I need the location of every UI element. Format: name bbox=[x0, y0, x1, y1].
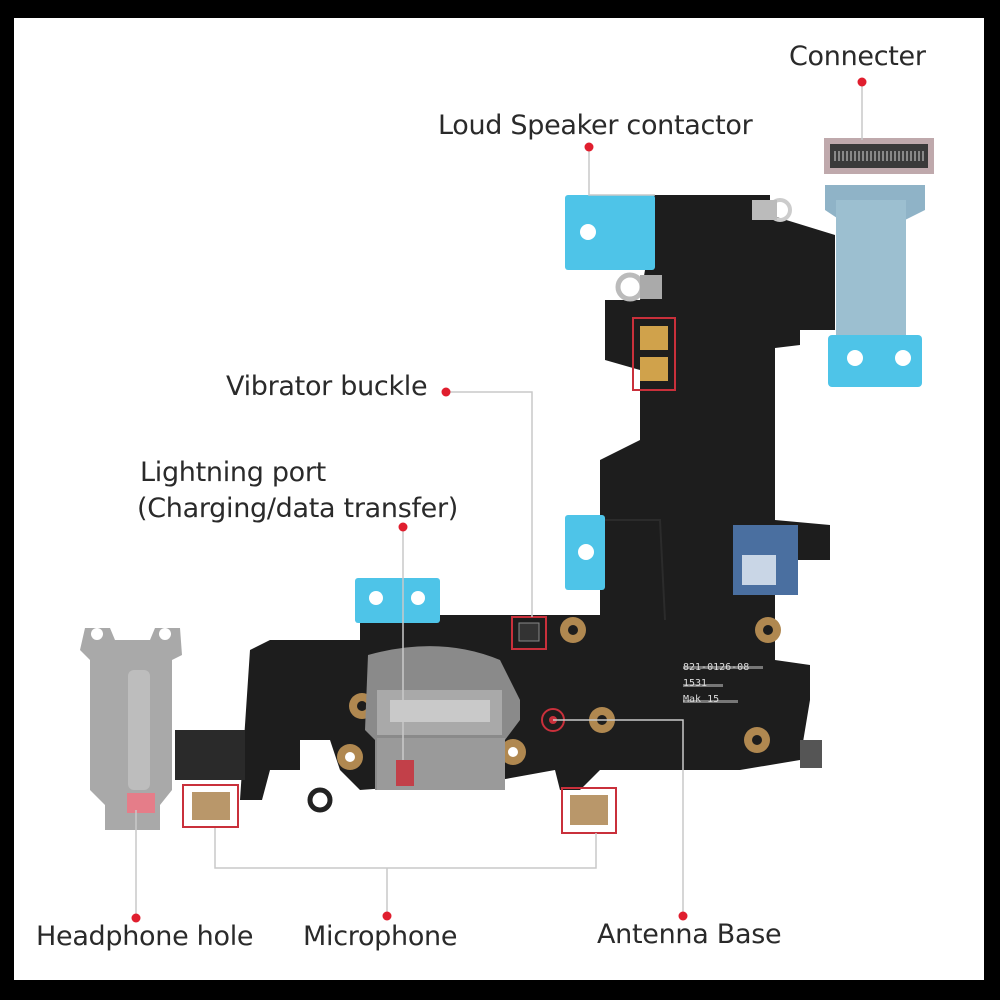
barcode-sticker bbox=[733, 525, 798, 595]
headphone-flex-tail bbox=[175, 730, 245, 780]
microphone-right-icon bbox=[561, 787, 617, 834]
main-flex-board bbox=[240, 195, 835, 800]
board-maker-mark: Mak 15 bbox=[683, 694, 720, 705]
leader-lines bbox=[135, 82, 863, 918]
board-part-number: 821-0126-08 bbox=[683, 662, 750, 673]
loud-speaker-contactor-label: Loud Speaker contactor bbox=[438, 110, 753, 141]
screw-hole-icons bbox=[337, 617, 781, 770]
vibrator-buckle-chip bbox=[511, 616, 547, 650]
board-print-marks bbox=[683, 666, 763, 703]
headphone-jack-icon bbox=[80, 628, 182, 830]
connector-icon bbox=[824, 138, 934, 174]
lightning-port-label: Lightning port bbox=[140, 457, 326, 488]
board-date-code: 1531 bbox=[683, 678, 708, 689]
vibrator-buckle-label: Vibrator buckle bbox=[226, 371, 428, 402]
diagram-background bbox=[14, 18, 984, 980]
connecter-label: Connecter bbox=[789, 41, 926, 72]
lightning-port-sublabel: (Charging/data transfer) bbox=[137, 493, 459, 524]
antenna-base-label: Antenna Base bbox=[597, 919, 782, 950]
mounting-tab-middle bbox=[565, 515, 605, 590]
loud-speaker-contact-pads bbox=[632, 317, 676, 391]
microphone-label: Microphone bbox=[303, 921, 458, 952]
microphone-left-icon bbox=[182, 784, 239, 828]
small-bracket-icon bbox=[307, 740, 822, 813]
speaker-bracket-icon bbox=[615, 198, 792, 302]
connector-flex-strip bbox=[825, 185, 925, 387]
mounting-tab-lower bbox=[355, 578, 440, 623]
label-marker-dots bbox=[131, 77, 867, 923]
headphone-hole-label: Headphone hole bbox=[36, 921, 254, 952]
lightning-port-icon bbox=[365, 646, 520, 790]
mounting-tab-top-left bbox=[565, 195, 655, 270]
